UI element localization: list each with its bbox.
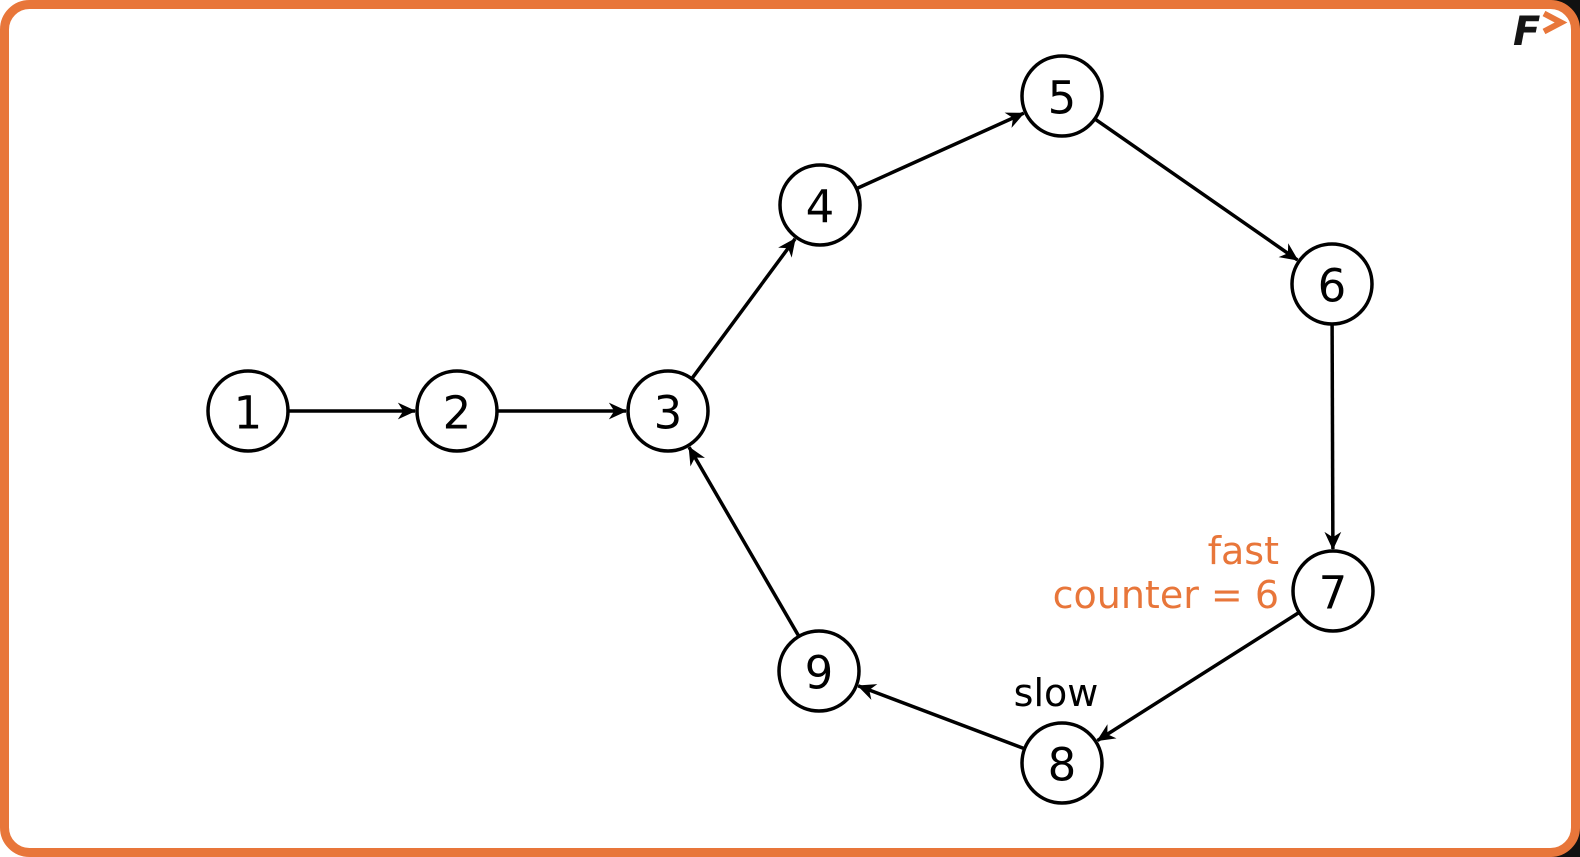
- node-label: 8: [1048, 739, 1077, 792]
- node-circle: [777, 629, 861, 713]
- node-circle: [778, 163, 862, 247]
- node-label: 3: [654, 387, 683, 440]
- node-circle: [1020, 721, 1104, 805]
- edge-5-to-6: [1093, 117, 1299, 262]
- angle-right-icon: [1542, 10, 1568, 35]
- node-5: 5: [1020, 54, 1104, 138]
- node-label: 2: [443, 387, 472, 440]
- node-2: 2: [415, 369, 499, 453]
- edge-3-to-4: [690, 237, 797, 380]
- node-circle: [1020, 54, 1104, 138]
- node-9: 9: [777, 629, 861, 713]
- edges-layer: [288, 111, 1342, 751]
- node-7: 7: [1291, 549, 1375, 633]
- logo-letter: F: [1513, 9, 1540, 55]
- fast-pointer-label: fast: [1208, 529, 1279, 573]
- node-circle: [415, 369, 499, 453]
- node-label: 6: [1318, 260, 1347, 313]
- node-1: 1: [206, 369, 290, 453]
- edge-9-to-3: [687, 446, 801, 638]
- edge-7-to-8: [1096, 610, 1301, 742]
- edge-8-to-9: [857, 684, 1026, 751]
- brand-logo: F: [1513, 9, 1568, 55]
- node-label: 5: [1048, 72, 1077, 125]
- corner-backdrop-bottom-right: [1547, 824, 1580, 857]
- corner-backdrop-top-right: [1547, 0, 1580, 33]
- node-3: 3: [626, 369, 710, 453]
- node-4: 4: [778, 163, 862, 247]
- slow-pointer-label: slow: [1014, 671, 1099, 715]
- fast-counter-label: counter = 6: [1053, 573, 1279, 617]
- node-6: 6: [1290, 242, 1374, 326]
- node-circle: [1290, 242, 1374, 326]
- node-label: 4: [806, 181, 835, 234]
- node-circle: [1291, 549, 1375, 633]
- edge-4-to-5: [855, 111, 1025, 191]
- edge-6-to-7: [1324, 323, 1342, 551]
- node-circle: [206, 369, 290, 453]
- node-8: 8: [1020, 721, 1104, 805]
- node-label: 1: [234, 387, 263, 440]
- node-circle: [626, 369, 710, 453]
- node-label: 9: [805, 647, 834, 700]
- node-label: 7: [1319, 567, 1348, 620]
- nodes-layer: 1 2 3 4 5 6 7 8 9: [206, 54, 1375, 805]
